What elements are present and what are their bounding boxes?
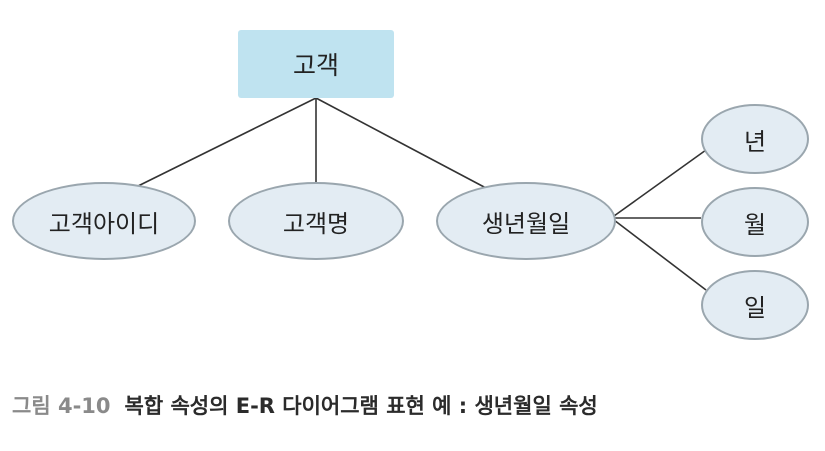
figure-caption: 그림 4-10 복합 속성의 E-R 다이어그램 표현 예 : 생년월일 속성 [12,390,598,420]
figure-title: 복합 속성의 E-R 다이어그램 표현 예 : 생년월일 속성 [124,394,598,418]
sub-attribute-year-label: 년 [743,127,767,156]
line-birthdate-to-year [613,149,707,217]
entity-customer: 고객 [238,30,394,98]
connector-lines [129,97,707,291]
attribute-customer-id: 고객아이디 [12,182,196,260]
sub-attribute-month: 월 [701,187,809,257]
figure-number: 그림 4-10 [12,394,111,418]
line-customer-to-birthdate [315,97,487,189]
sub-attribute-day-label: 일 [743,293,767,322]
sub-attribute-year: 년 [701,104,809,174]
sub-attribute-day: 일 [701,270,809,340]
attribute-customer-name-label: 고객명 [282,209,350,238]
entity-customer-label: 고객 [292,51,339,80]
sub-attribute-month-label: 월 [743,210,767,239]
attribute-customer-id-label: 고객아이디 [48,209,160,238]
er-diagram: 고객 고객아이디 고객명 생년월일 년 월 일 [12,30,809,340]
attribute-birthdate-label: 생년월일 [481,209,571,238]
line-birthdate-to-day [613,219,707,291]
attribute-birthdate: 생년월일 [436,182,616,260]
attribute-customer-name: 고객명 [228,182,404,260]
line-customer-to-customer-id [129,97,317,191]
